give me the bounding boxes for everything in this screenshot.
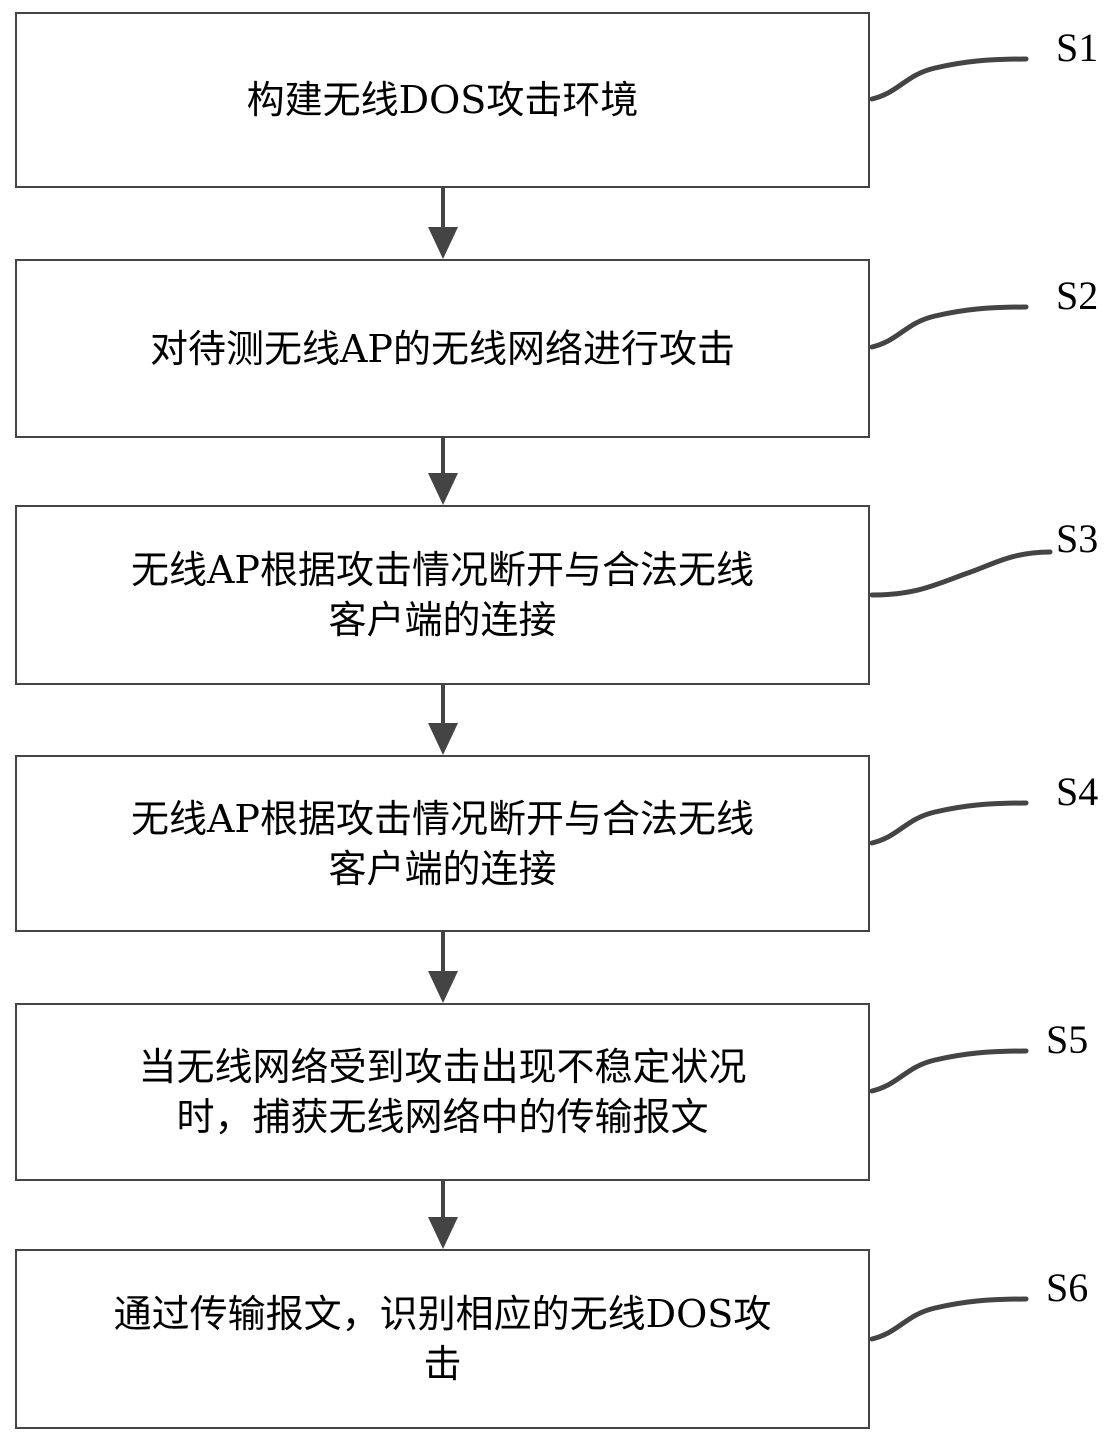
step-text-line: 客户端的连接: [328, 598, 557, 642]
step-box-s4: 无线AP根据攻击情况断开与合法无线 客户端的连接: [15, 755, 870, 932]
step-text-s1: 构建无线DOS攻击环境: [247, 75, 639, 125]
step-text-line: 当无线网络受到攻击出现不稳定状况: [138, 1045, 747, 1089]
arrow-s1-s2: [428, 187, 458, 259]
step-label-s1: S1: [1056, 25, 1099, 70]
arrow-s4-s5: [428, 931, 458, 1003]
step-label-s5: S5: [1046, 1017, 1089, 1062]
step-box-s3: 无线AP根据攻击情况断开与合法无线 客户端的连接: [15, 505, 870, 685]
leader-line-s6: [869, 1296, 1029, 1342]
step-text-line: 无线AP根据攻击情况断开与合法无线: [130, 796, 754, 841]
leader-line-s1: [869, 56, 1029, 102]
leader-line-s3: [869, 549, 1053, 598]
step-label-s3: S3: [1056, 516, 1099, 561]
step-text-line: 对待测无线AP的无线网络进行攻击: [149, 326, 735, 371]
step-text-line: 时，捕获无线网络中的传输报文: [176, 1095, 709, 1139]
step-text-s3: 无线AP根据攻击情况断开与合法无线 客户端的连接: [131, 545, 754, 645]
step-box-s5: 当无线网络受到攻击出现不稳定状况 时，捕获无线网络中的传输报文: [15, 1003, 870, 1181]
step-text-s5: 当无线网络受到攻击出现不稳定状况 时，捕获无线网络中的传输报文: [138, 1042, 746, 1142]
leader-line-s2: [869, 304, 1029, 350]
step-text-line: 构建无线DOS攻击环境: [246, 78, 639, 122]
leader-line-s4: [869, 800, 1029, 846]
leader-line-s5: [869, 1048, 1029, 1094]
step-text-line: 客户端的连接: [328, 846, 557, 891]
step-text-s6: 通过传输报文，识别相应的无线DOS攻 击: [114, 1289, 772, 1389]
arrow-s2-s3: [428, 437, 458, 505]
arrow-s5-s6: [428, 1180, 458, 1249]
step-text-line: 击: [423, 1342, 462, 1386]
step-text-line: 通过传输报文，识别相应的无线DOS攻: [113, 1292, 772, 1336]
step-text-line: 无线AP根据攻击情况断开与合法无线: [130, 548, 754, 592]
step-box-s1: 构建无线DOS攻击环境: [15, 12, 870, 188]
step-box-s6: 通过传输报文，识别相应的无线DOS攻 击: [15, 1249, 870, 1429]
step-text-s4: 无线AP根据攻击情况断开与合法无线 客户端的连接: [131, 794, 754, 894]
step-label-s4: S4: [1056, 769, 1099, 814]
step-label-s6: S6: [1046, 1265, 1089, 1310]
step-label-s2: S2: [1056, 273, 1099, 318]
step-text-s2: 对待测无线AP的无线网络进行攻击: [150, 324, 735, 374]
step-box-s2: 对待测无线AP的无线网络进行攻击: [15, 259, 870, 438]
arrow-s3-s4: [428, 684, 458, 755]
